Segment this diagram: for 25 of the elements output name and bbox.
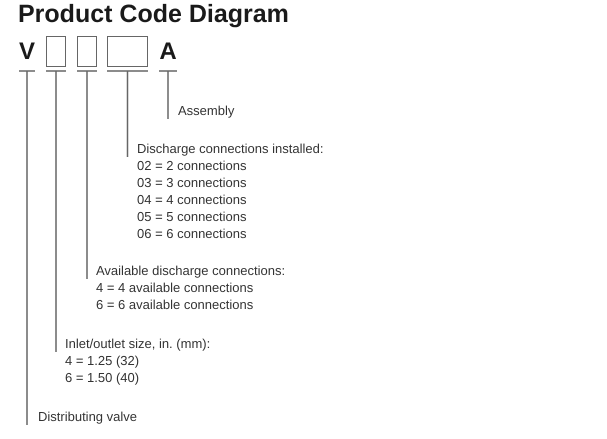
option-line: 4 = 1.25 (32) [65, 352, 140, 369]
leader-line [126, 71, 128, 157]
title: Product Code Diagram [18, 0, 289, 29]
option-label: Distributing valve [38, 408, 138, 425]
option-label: Assembly [178, 102, 236, 119]
leader-line [55, 71, 57, 352]
option-line: 6 = 1.50 (40) [65, 369, 140, 386]
code-placeholder-box [77, 36, 97, 67]
option-line: 6 = 6 available connections [96, 296, 254, 313]
code-letter: A [159, 38, 177, 66]
option-line: 4 = 4 available connections [96, 279, 254, 296]
option-line: 06 = 6 connections [137, 225, 248, 242]
code-placeholder-box [107, 36, 148, 67]
leader-line [167, 71, 169, 119]
option-line: 05 = 5 connections [137, 208, 248, 225]
leader-line [86, 71, 88, 279]
code-placeholder-box [46, 36, 66, 67]
option-line: 04 = 4 connections [137, 191, 248, 208]
option-line: 02 = 2 connections [137, 157, 248, 174]
leader-line [26, 71, 28, 425]
option-heading: Inlet/outlet size, in. (mm): [65, 335, 212, 352]
option-heading: Discharge connections installed: [137, 140, 324, 157]
code-letter: V [19, 38, 35, 66]
option-heading: Available discharge connections: [96, 262, 286, 279]
option-line: 03 = 3 connections [137, 174, 248, 191]
